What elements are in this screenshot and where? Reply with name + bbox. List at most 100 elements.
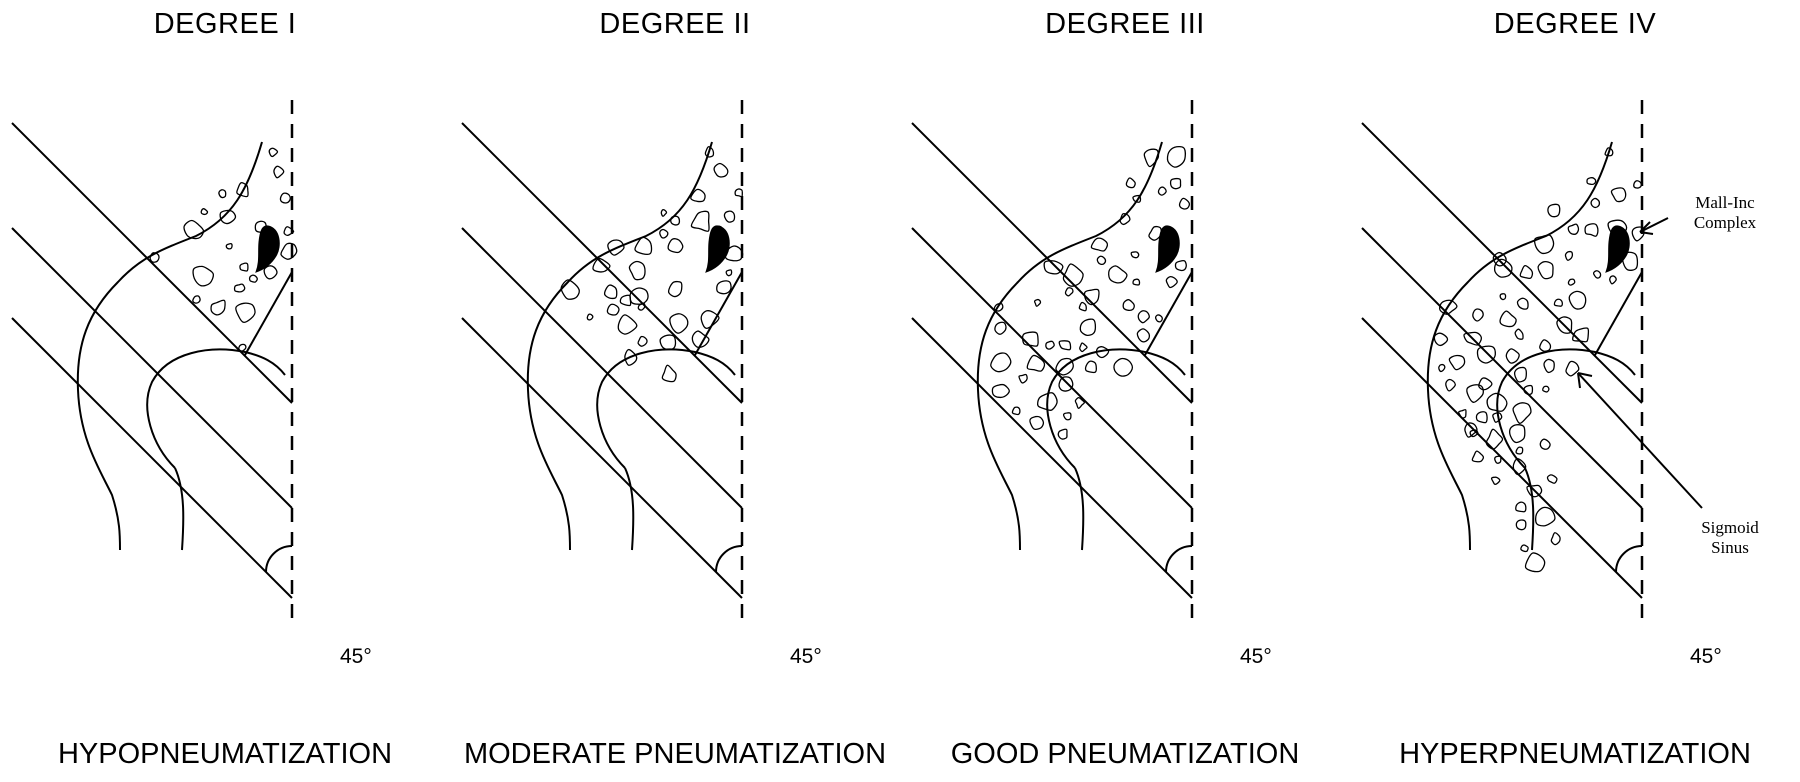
- air-cell: [660, 209, 668, 217]
- panel-degree-2: DEGREE II 45° MODERATE PNEUMATIZATION: [450, 0, 900, 782]
- air-cell: [1505, 348, 1520, 364]
- air-cell: [1478, 377, 1493, 391]
- air-cell: [624, 348, 638, 366]
- air-cell: [1045, 340, 1055, 350]
- air-cell: [1029, 415, 1045, 430]
- air-cell: [1036, 392, 1058, 412]
- air-cell: [1445, 378, 1456, 392]
- bone-outline-inner: [174, 467, 185, 551]
- air-cell: [1512, 402, 1532, 424]
- degree-title: DEGREE II: [599, 8, 751, 40]
- temporal-bone-diagram: [461, 100, 744, 625]
- pneumatization-caption: HYPOPNEUMATIZATION: [57, 738, 393, 770]
- air-cell: [1490, 476, 1501, 485]
- angle-label: 45°: [340, 645, 372, 668]
- air-cell: [1553, 298, 1563, 307]
- air-cell: [149, 252, 160, 263]
- air-cell: [592, 257, 611, 273]
- air-cell: [713, 162, 729, 178]
- air-cell: [1485, 428, 1504, 450]
- air-cell: [1537, 260, 1554, 280]
- air-cell: [1062, 263, 1084, 287]
- air-cell: [586, 313, 594, 321]
- air-cell: [1463, 331, 1483, 346]
- air-cell: [254, 220, 267, 233]
- sigmoid-label-line1: Sigmoid: [1701, 518, 1759, 537]
- sigmoid-label-line2: Sinus: [1711, 538, 1749, 557]
- air-cell: [734, 188, 743, 198]
- parallel-line-top: [461, 122, 743, 404]
- canal-line: [1594, 271, 1643, 356]
- air-cell: [1165, 275, 1178, 289]
- air-cell: [637, 335, 648, 347]
- air-cell: [1631, 226, 1645, 242]
- air-cell: [628, 260, 646, 281]
- parallel-line-top: [11, 122, 293, 404]
- mall-inc-complex-shape: [1605, 225, 1630, 273]
- sigmoid-sinus-outline: [146, 348, 286, 469]
- angle-arc: [265, 545, 293, 573]
- angle-label: 45°: [1240, 645, 1272, 668]
- air-cell: [629, 287, 649, 305]
- air-cell: [990, 352, 1012, 373]
- air-cell: [1515, 446, 1524, 455]
- air-cell: [700, 310, 720, 329]
- air-cell: [1018, 373, 1028, 384]
- air-cell: [225, 243, 233, 250]
- air-cell: [1493, 258, 1513, 278]
- panel-degree-1: DEGREE I 45° HYPOPNEUMATIZATION: [0, 0, 450, 782]
- mall-inc-complex-shape: [1155, 225, 1180, 273]
- air-cell: [724, 245, 744, 262]
- panel-degree-3: DEGREE III 45° GOOD PNEUMATIZATION: [900, 0, 1350, 782]
- air-cell: [1132, 278, 1141, 286]
- air-cell: [1078, 301, 1087, 312]
- sigmoid-arrow-line: [1577, 372, 1703, 509]
- air-cell: [994, 321, 1007, 335]
- air-cell: [1512, 458, 1527, 476]
- air-cell: [1448, 354, 1466, 371]
- air-cell: [1494, 455, 1502, 464]
- air-cell: [1471, 450, 1485, 463]
- air-cell: [1136, 328, 1151, 343]
- canal-line: [1144, 271, 1193, 356]
- air-cell: [1074, 396, 1085, 409]
- parallel-line-middle: [911, 227, 1193, 509]
- air-cell: [634, 236, 653, 255]
- air-cell: [669, 313, 689, 334]
- air-cell: [218, 189, 227, 199]
- air-cell: [1033, 298, 1042, 307]
- parallel-line-middle: [1361, 227, 1643, 509]
- sigmoid-sinus-label: Sigmoid Sinus: [1675, 518, 1785, 558]
- angle-arc: [1165, 545, 1193, 573]
- air-cell: [1550, 532, 1561, 546]
- air-cell: [1519, 265, 1534, 280]
- air-cell: [1095, 346, 1110, 359]
- air-cell: [667, 280, 683, 298]
- air-cell: [1458, 409, 1467, 419]
- air-cell: [723, 210, 736, 223]
- degree-title: DEGREE IV: [1493, 8, 1657, 40]
- air-cell: [1572, 327, 1590, 343]
- parallel-line-middle: [11, 227, 293, 509]
- air-cell: [263, 265, 278, 280]
- air-cell: [280, 242, 298, 260]
- air-cell: [1610, 187, 1627, 203]
- air-cell: [1064, 287, 1074, 297]
- pneumatization-caption: GOOD PNEUMATIZATION: [950, 738, 1300, 770]
- pneumatization-caption: MODERATE PNEUMATIZATION: [463, 738, 887, 770]
- air-cell: [659, 228, 669, 239]
- air-cell: [1433, 332, 1449, 347]
- air-cell: [712, 225, 724, 238]
- air-cell: [1122, 299, 1135, 312]
- air-cell: [1083, 288, 1100, 306]
- air-cell: [1476, 345, 1496, 364]
- air-cell: [1513, 366, 1527, 383]
- canal-line: [244, 271, 293, 356]
- air-cell: [1499, 293, 1507, 301]
- air-cell: [1567, 223, 1580, 235]
- air-cell: [210, 299, 226, 316]
- air-cell: [1058, 376, 1074, 392]
- air-cell: [233, 283, 246, 293]
- air-cell: [667, 238, 684, 254]
- air-cell: [1539, 438, 1551, 450]
